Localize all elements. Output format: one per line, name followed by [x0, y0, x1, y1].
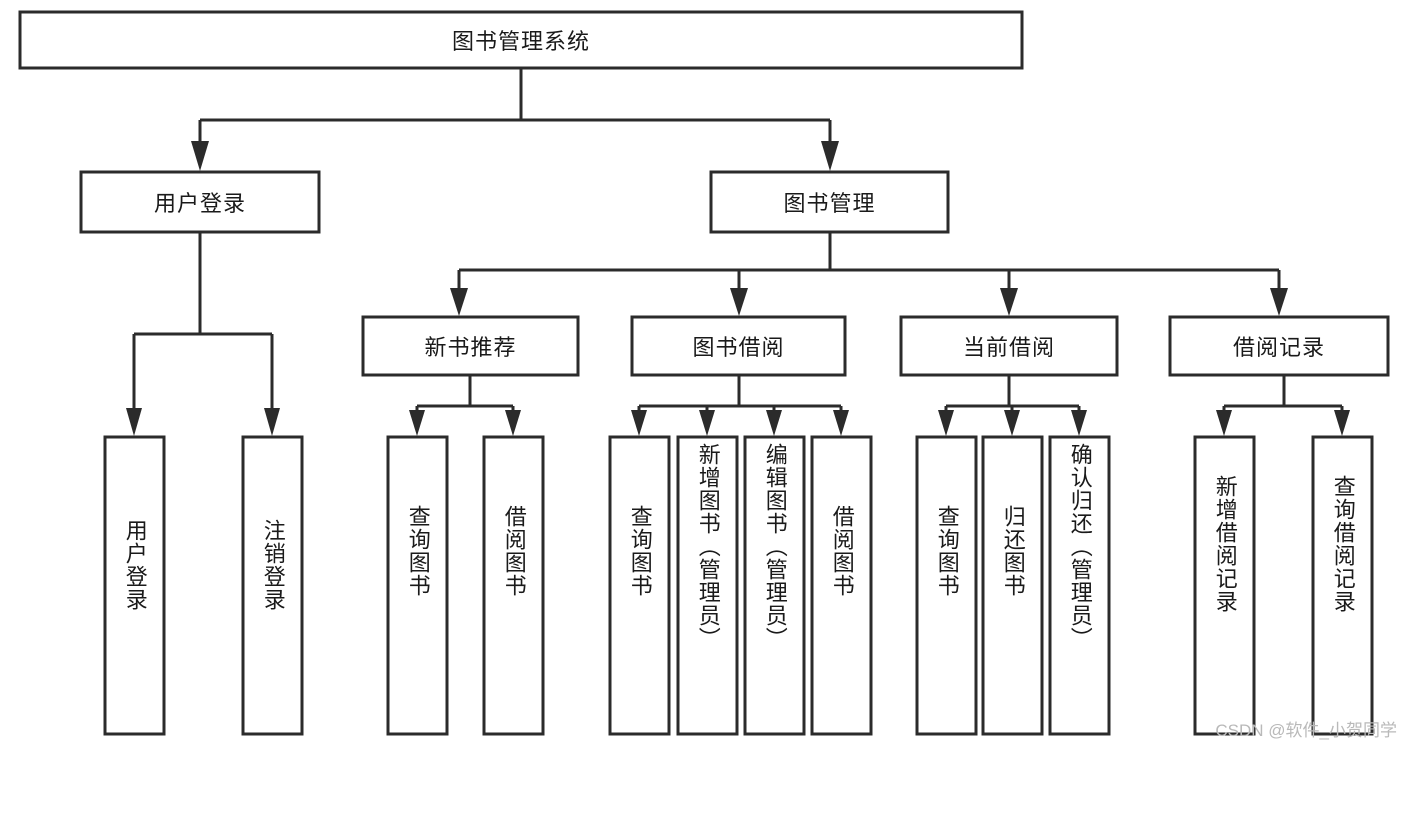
arrow-to-leaf-confirm-return	[1071, 410, 1087, 436]
arrow-to-leaf-query-borrow-record	[1334, 410, 1350, 436]
connector-currentborrow-to-leaves	[938, 375, 1087, 436]
arrow-to-leaf-add-borrow-record	[1216, 410, 1232, 436]
arrow-to-borrow-record	[1270, 288, 1288, 316]
node-box-user-login[interactable]	[79, 170, 321, 234]
arrow-to-user-login	[191, 141, 209, 171]
diagram-canvas: 图书管理系统 用户登录 图书管理 新书推荐 图书借阅 当前借阅 借阅记录 用户登…	[18, 10, 1397, 740]
node-box-leaf-query-book-current[interactable]	[915, 435, 978, 736]
node-box-book-borrow[interactable]	[630, 315, 847, 377]
node-box-borrow-record[interactable]	[1168, 315, 1390, 377]
node-box-leaf-user-login[interactable]	[103, 435, 166, 736]
node-box-new-book-recommend[interactable]	[361, 315, 580, 377]
node-box-leaf-query-book-borrow[interactable]	[608, 435, 671, 736]
node-box-leaf-borrow-book-rec[interactable]	[482, 435, 545, 736]
node-box-leaf-add-borrow-record[interactable]	[1193, 435, 1256, 736]
connector-newbook-to-leaves	[409, 375, 521, 436]
arrow-to-leaf-query-book-current	[938, 410, 954, 436]
node-box-leaf-return-book[interactable]	[981, 435, 1044, 736]
connector-userlogin-to-leaves	[126, 232, 280, 436]
node-box-leaf-logout[interactable]	[241, 435, 304, 736]
arrow-to-leaf-query-book-rec	[409, 410, 425, 436]
arrow-to-new-book	[450, 288, 468, 316]
arrow-to-leaf-edit-book	[766, 410, 782, 436]
connector-borrowrecord-to-leaves	[1216, 375, 1350, 436]
node-box-leaf-query-book-rec[interactable]	[386, 435, 449, 736]
node-box-root[interactable]	[18, 10, 1024, 70]
node-box-leaf-edit-book-admin[interactable]	[743, 435, 806, 736]
connector-bookmgmt-to-level2	[450, 232, 1288, 316]
arrow-to-leaf-user-login	[126, 408, 142, 436]
arrow-to-leaf-return-book	[1004, 410, 1020, 436]
flowchart-svg	[18, 10, 1390, 736]
arrow-to-leaf-borrow-book	[833, 410, 849, 436]
arrow-to-book-borrow	[730, 288, 748, 316]
node-box-leaf-confirm-return-admin[interactable]	[1048, 435, 1111, 736]
connector-root-to-level1	[191, 68, 839, 171]
arrow-to-book-management	[821, 141, 839, 171]
arrow-to-leaf-add-book	[699, 410, 715, 436]
arrow-to-leaf-query-book-borrow	[631, 410, 647, 436]
node-box-book-management[interactable]	[709, 170, 950, 234]
node-box-leaf-query-borrow-record[interactable]	[1311, 435, 1374, 736]
node-box-leaf-borrow-book[interactable]	[810, 435, 873, 736]
connector-bookborrow-to-leaves	[631, 375, 849, 436]
arrow-to-leaf-logout	[264, 408, 280, 436]
node-box-current-borrow[interactable]	[899, 315, 1119, 377]
arrow-to-leaf-borrow-book-rec	[505, 410, 521, 436]
node-box-leaf-add-book-admin[interactable]	[676, 435, 739, 736]
arrow-to-current-borrow	[1000, 288, 1018, 316]
